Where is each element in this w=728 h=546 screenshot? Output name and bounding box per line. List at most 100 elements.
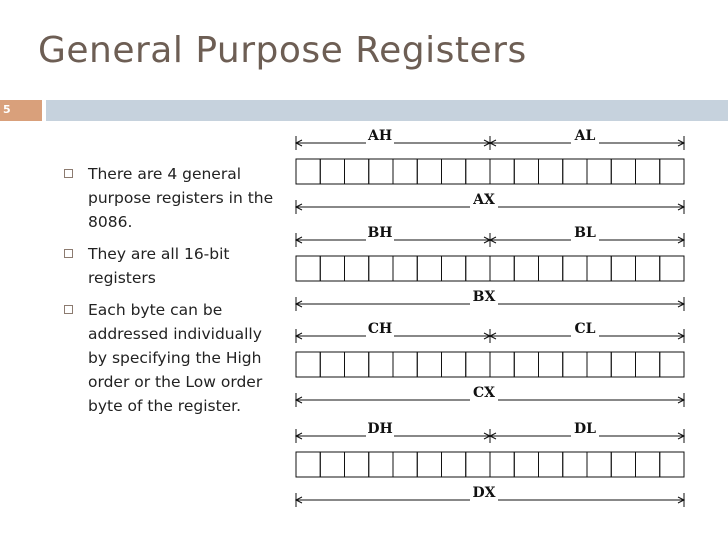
bit-cell [610, 158, 636, 185]
arrow-left-icon [294, 139, 303, 147]
bit-cell [368, 255, 394, 282]
bit-cell [295, 158, 321, 185]
bit-cell [344, 351, 370, 378]
bit-cell [538, 451, 564, 478]
bit-cell [441, 255, 467, 282]
bit-cell [635, 451, 661, 478]
bit-cell [319, 351, 345, 378]
bit-cell [441, 451, 467, 478]
bullet-item: They are all 16-bit registers [64, 242, 284, 290]
arrow-right-icon [677, 432, 686, 440]
bit-cell [368, 451, 394, 478]
page-number: 5 [0, 100, 42, 121]
bit-cell [416, 158, 442, 185]
bit-cell [513, 351, 539, 378]
arrow-left-icon [488, 332, 497, 340]
bit-cell [392, 255, 418, 282]
bit-cell [489, 451, 515, 478]
bit-cell [513, 158, 539, 185]
arrow-left-icon [294, 496, 303, 504]
bit-cell [513, 451, 539, 478]
slide-title: General Purpose Registers [38, 30, 527, 71]
bit-cell [295, 255, 321, 282]
arrow-right-icon [677, 396, 686, 404]
arrow-left-icon [488, 236, 497, 244]
bit-cell [659, 451, 685, 478]
bit-cell [635, 158, 661, 185]
bullet-list: There are 4 general purpose registers in… [64, 162, 284, 426]
bit-cell [562, 158, 588, 185]
bit-cell [416, 255, 442, 282]
bit-cell [465, 158, 491, 185]
arrow-left-icon [294, 432, 303, 440]
bit-cell [610, 451, 636, 478]
arrow-left-icon [294, 236, 303, 244]
bullet-item: There are 4 general purpose registers in… [64, 162, 284, 234]
bit-cell [441, 351, 467, 378]
bit-cell [465, 451, 491, 478]
register-label: BX [473, 289, 496, 305]
arrow-right-icon [677, 203, 686, 211]
high-byte-label: BH [367, 225, 392, 241]
bit-cell [319, 255, 345, 282]
register-label: CX [473, 385, 495, 401]
bit-cell [319, 451, 345, 478]
bit-cell [610, 351, 636, 378]
bit-cell [586, 351, 612, 378]
bit-cell [392, 351, 418, 378]
register-label: DX [472, 485, 495, 501]
bit-cell [610, 255, 636, 282]
high-byte-label: DH [367, 421, 392, 437]
bit-cell [659, 158, 685, 185]
bit-cell [586, 158, 612, 185]
bit-cell [368, 351, 394, 378]
arrow-left-icon [294, 300, 303, 308]
bullet-item: Each byte can be addressed individually … [64, 298, 284, 418]
low-byte-label: DL [574, 421, 596, 437]
bit-cell [416, 451, 442, 478]
bit-cell [562, 451, 588, 478]
bit-cell [392, 158, 418, 185]
bullet-text: They are all 16-bit registers [88, 245, 230, 287]
bullet-text: There are 4 general purpose registers in… [88, 165, 274, 231]
arrow-right-icon [677, 496, 686, 504]
bit-cell [368, 158, 394, 185]
bit-cell [344, 255, 370, 282]
bit-cell [586, 255, 612, 282]
high-byte-label: AH [367, 128, 392, 144]
bit-cell [344, 451, 370, 478]
bit-cell [441, 158, 467, 185]
square-bullet-icon [64, 249, 73, 258]
bit-cell [295, 351, 321, 378]
bit-cell [659, 351, 685, 378]
bit-cell [489, 158, 515, 185]
bit-cell [586, 451, 612, 478]
bit-cell [344, 158, 370, 185]
arrow-right-icon [677, 236, 686, 244]
register-label: AX [472, 192, 495, 208]
high-byte-label: CH [368, 321, 392, 337]
bit-cell [538, 158, 564, 185]
arrow-left-icon [488, 139, 497, 147]
bit-cell [489, 351, 515, 378]
bit-cell [562, 255, 588, 282]
bit-cell [465, 351, 491, 378]
bit-cell [659, 255, 685, 282]
bit-cell [635, 255, 661, 282]
header-bar [46, 100, 728, 121]
arrow-right-icon [677, 332, 686, 340]
bit-cell [538, 351, 564, 378]
bit-cell [489, 255, 515, 282]
bit-cell [562, 351, 588, 378]
low-byte-label: BL [574, 225, 596, 241]
low-byte-label: CL [575, 321, 596, 337]
arrow-left-icon [294, 203, 303, 211]
bit-cell [319, 158, 345, 185]
bit-cell [392, 451, 418, 478]
bit-cell [513, 255, 539, 282]
square-bullet-icon [64, 169, 73, 178]
bit-cell [416, 351, 442, 378]
bit-cell [635, 351, 661, 378]
arrow-right-icon [677, 300, 686, 308]
